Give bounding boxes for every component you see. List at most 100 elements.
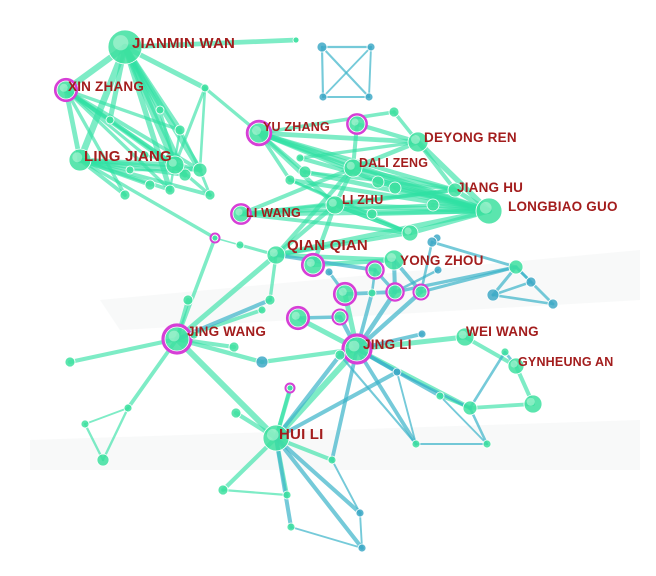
coauthor-edge	[330, 347, 359, 462]
coauthor-edge	[178, 128, 202, 172]
coauthor-edge	[257, 110, 396, 135]
author-node	[211, 234, 219, 242]
coauthor-edge	[355, 347, 418, 446]
author-node	[364, 92, 374, 102]
coauthor-edge	[491, 280, 533, 297]
author-node	[105, 115, 115, 125]
coauthor-edge	[298, 140, 420, 160]
author-node	[411, 439, 421, 449]
coauthor-edge	[273, 230, 413, 258]
author-node	[144, 179, 156, 191]
coauthor-edge	[221, 488, 289, 497]
burst-ring	[331, 308, 349, 326]
author-node	[189, 330, 199, 340]
coauthor-edge	[122, 37, 299, 50]
coauthor-edge	[273, 435, 363, 516]
coauthor-edge	[273, 369, 400, 441]
coauthor-edge	[415, 139, 492, 214]
author-node	[64, 356, 76, 368]
author-node	[125, 165, 135, 175]
author-node	[435, 391, 445, 401]
coauthor-edge	[430, 240, 518, 269]
burst-ring	[341, 333, 373, 365]
coauthor-edge	[64, 88, 127, 197]
label-ling-jiang: LING JIANG	[84, 148, 172, 165]
node-highlight	[458, 330, 467, 339]
node-highlight	[168, 158, 177, 167]
author-node	[286, 384, 294, 392]
node-highlight	[328, 198, 337, 207]
coauthor-edge	[273, 435, 294, 530]
author-node	[367, 262, 383, 278]
coauthor-edge	[122, 44, 188, 178]
node-highlight	[479, 201, 492, 214]
node-highlight	[59, 83, 68, 92]
label-qian-qian: QIAN QIAN	[287, 237, 368, 254]
burst-ring	[300, 252, 326, 278]
burst-ring	[284, 382, 296, 394]
author-node	[228, 341, 240, 353]
author-node	[433, 265, 443, 275]
author-node	[426, 236, 438, 248]
author-node	[387, 284, 403, 300]
node-highlight	[348, 340, 360, 352]
author-node	[426, 198, 440, 212]
coauthor-edge	[491, 293, 555, 306]
coauthor-edge	[174, 336, 279, 441]
coauthor-edge	[359, 512, 363, 549]
author-node	[295, 153, 305, 163]
node-highlight	[306, 258, 315, 267]
node-highlight	[235, 208, 243, 216]
node-highlight	[346, 161, 355, 170]
author-node	[525, 276, 537, 288]
label-dali-zeng: DALI ZENG	[359, 156, 429, 170]
burst-ring	[53, 77, 79, 103]
coauthor-edge	[273, 435, 365, 551]
author-node	[334, 349, 346, 361]
node-highlight	[252, 126, 261, 135]
coauthor-edge	[331, 459, 361, 514]
burst-ring	[161, 323, 193, 355]
coauthor-edge	[274, 253, 377, 272]
author-node	[366, 42, 376, 52]
coauthor-edge	[368, 46, 372, 98]
author-node	[327, 455, 337, 465]
coauthor-edge	[84, 407, 129, 425]
author-node	[264, 294, 276, 306]
coauthor-edge	[462, 334, 519, 369]
coauthor-edge	[350, 139, 421, 171]
burst-ring	[412, 283, 430, 301]
author-node	[500, 347, 510, 357]
node-highlight	[291, 311, 300, 320]
burst-ring	[230, 203, 252, 225]
node-highlight	[72, 152, 83, 163]
node-highlight	[510, 360, 518, 368]
label-jing-wang: JING WANG	[187, 324, 267, 339]
coauthor-edge	[396, 371, 417, 445]
coauthor-edge	[320, 45, 371, 99]
node-highlight	[269, 248, 278, 257]
burst-ring	[285, 305, 311, 331]
author-node	[282, 490, 292, 500]
coauthor-edge	[101, 406, 130, 462]
author-node	[371, 175, 385, 189]
author-node	[286, 522, 296, 532]
author-node	[316, 41, 328, 53]
coauthor-edge	[419, 265, 518, 294]
author-node	[284, 174, 296, 186]
author-node	[366, 208, 378, 220]
coauthor-edge	[173, 86, 207, 167]
author-node	[230, 407, 242, 419]
author-node	[164, 184, 176, 196]
author-node	[318, 92, 328, 102]
coauthor-edge	[273, 352, 343, 441]
node-highlight	[387, 253, 396, 262]
coauthor-edge	[239, 212, 412, 235]
author-node	[292, 36, 300, 44]
node-highlight	[526, 397, 535, 406]
author-node	[174, 124, 186, 136]
label-jiang-hu: JIANG HU	[457, 180, 524, 195]
author-node	[155, 105, 165, 115]
label-jing-li: JING LI	[363, 337, 412, 352]
